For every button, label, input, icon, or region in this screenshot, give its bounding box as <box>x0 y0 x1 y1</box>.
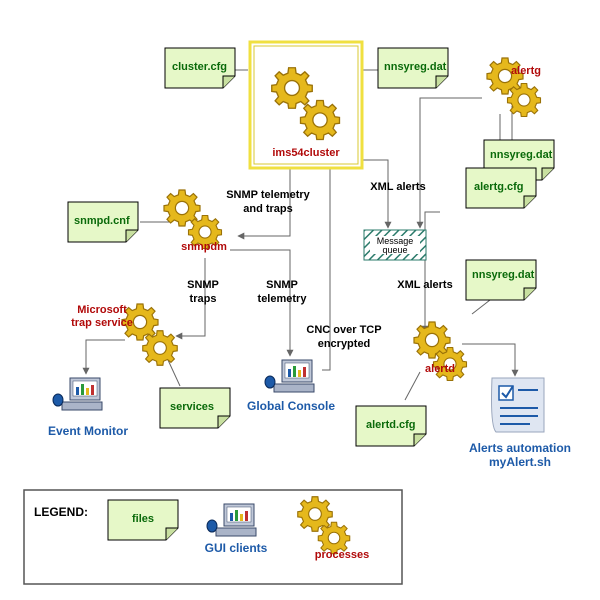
gui-label: Event Monitor <box>48 424 128 438</box>
computer-icon <box>52 377 103 411</box>
gui-label: Global Console <box>247 399 335 413</box>
process-snmpdm: snmpdm <box>163 189 227 253</box>
edge-label: XML alerts <box>397 279 452 291</box>
gui-event-monitor <box>52 377 103 411</box>
edge-label: SNMP telemetry <box>226 189 310 201</box>
file-label: alertd.cfg <box>366 419 416 431</box>
file-label: nnsyreg.dat <box>384 61 447 73</box>
file-label: nnsyreg.dat <box>472 269 535 281</box>
gear-icon <box>506 82 542 118</box>
gear-icon <box>297 496 333 532</box>
connectors <box>82 69 519 401</box>
edge-label: and traps <box>243 203 293 215</box>
edge-label: CNC over TCP <box>306 324 381 336</box>
gear-icon <box>271 67 313 109</box>
process-label: ims54cluster <box>272 147 340 159</box>
gui-global-console <box>264 359 315 393</box>
process-label: Microsoft <box>77 304 127 316</box>
snmpdm-to-ms <box>175 258 206 340</box>
edge-label: SNMP <box>187 279 219 291</box>
process-label: snmpdm <box>181 241 227 253</box>
edge-label: telemetry <box>258 293 308 305</box>
file-nnsyreg-top: nnsyreg.dat <box>377 47 449 89</box>
queue-label: Message <box>377 236 414 246</box>
ms-services-link <box>167 359 181 387</box>
automation-label: Alerts automation <box>469 441 571 455</box>
edge-label: traps <box>190 293 217 305</box>
legend-title: LEGEND: <box>34 505 88 519</box>
file-label: alertg.cfg <box>474 181 524 193</box>
edge-label: SNMP <box>266 279 298 291</box>
process-microsoft-trap: Microsoft trap service <box>71 303 178 366</box>
legend-files-label: files <box>132 513 154 525</box>
file-nnsyreg-alertg: nnsyreg.dat <box>483 139 555 181</box>
automation-script-name: myAlert.sh <box>489 455 551 469</box>
edge-labels: SNMP telemetry and traps XML alerts XML … <box>187 181 453 350</box>
file-nnsyreg-alertd: nnsyreg.dat <box>465 259 537 301</box>
legend-gui-label: GUI clients <box>205 541 268 555</box>
file-snmpd-cnf: snmpd.cnf <box>67 201 139 243</box>
checkbox-icon <box>498 385 514 401</box>
process-label: trap service <box>71 317 133 329</box>
gear-icon <box>142 330 178 366</box>
legend-file-swatch: files <box>107 499 179 541</box>
file-label: services <box>170 401 214 413</box>
file-alertg-cfg: alertg.cfg <box>465 167 537 209</box>
process-label: alertd <box>425 363 455 375</box>
message-queue: Message queue <box>363 229 427 261</box>
cluster-to-snmpdm <box>237 168 291 240</box>
alertd-cfg-link <box>404 371 421 401</box>
alertd-to-automation <box>462 343 519 377</box>
queue-label: queue <box>382 245 407 255</box>
file-label: cluster.cfg <box>172 61 227 73</box>
file-cluster-cfg: cluster.cfg <box>164 47 236 89</box>
gear-icon <box>299 99 341 141</box>
file-services: services <box>159 387 231 429</box>
computer-icon <box>264 359 315 393</box>
process-alertd: alertd <box>413 321 468 382</box>
ms-to-monitor <box>82 339 125 375</box>
alertg-to-queue <box>416 97 482 229</box>
queue-to-alertd <box>421 211 440 333</box>
snmpdm-to-console <box>230 249 294 357</box>
edge-label: encrypted <box>318 338 371 350</box>
legend-process-swatch: processes <box>297 496 369 561</box>
alertd-nnsyreg-link <box>471 299 491 315</box>
file-alertd-cfg: alertd.cfg <box>355 405 427 447</box>
process-label: alertg <box>511 65 541 77</box>
edge-label: XML alerts <box>370 181 425 193</box>
highlight-frame <box>248 40 364 170</box>
file-label: snmpd.cnf <box>74 215 130 227</box>
automation-script: Alerts automation myAlert.sh <box>469 377 571 469</box>
legend: LEGEND: files GUI clients processes <box>23 489 403 585</box>
legend-processes-label: processes <box>315 549 369 561</box>
process-alertg: alertg <box>486 57 542 118</box>
process-ims54cluster: ims54cluster <box>248 40 364 170</box>
cluster-to-queue <box>348 159 392 229</box>
cnc-link <box>322 149 334 371</box>
file-label: nnsyreg.dat <box>490 149 553 161</box>
